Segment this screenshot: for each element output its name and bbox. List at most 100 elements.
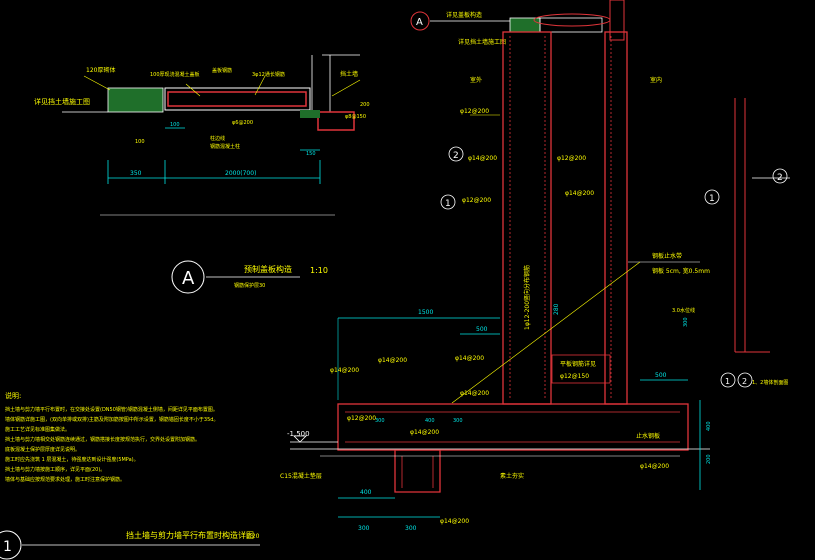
- note-line-8: 墙体与基础应按规范要求处理，施工时注意保护钢筋。: [5, 476, 125, 483]
- dim-b300: 300: [358, 525, 370, 532]
- notes-heading: 说明:: [5, 391, 21, 400]
- cap-slab: [539, 17, 603, 33]
- note-line-7: 挡土墙与剪力墙按施工顺序，详见平面(20)。: [5, 466, 105, 473]
- label-top: 盖板钢筋: [212, 67, 232, 74]
- detail-box-line1: 平板钢筋详见: [560, 360, 596, 368]
- bar-e: φ14@200: [410, 429, 439, 436]
- note-line-6: 施工时应先浇筑 1 层混凝土，待强度达到设计强度(5MPa)。: [5, 456, 139, 463]
- waterstop-spec: 钢板 5cm, 宽0.5mm: [652, 267, 710, 275]
- note-line-1: 挡土墙与剪力墙平行布置时，在交接处设置(DN50钢管)钢筋混凝土侧墙，间距详见平…: [5, 406, 218, 413]
- small-label2: 3.0水位线: [672, 307, 695, 314]
- detail-box-line2: φ12@150: [560, 373, 589, 380]
- dim-150: 150: [306, 151, 316, 157]
- bar-f: φ14@200: [460, 390, 489, 397]
- dim-b400: 400: [360, 489, 372, 496]
- label-right: 挡土墙: [340, 70, 358, 78]
- notes-group: 说明: 挡土墙与剪力墙平行布置时，在交接处设置(DN50钢管)钢筋混凝土侧墙，间…: [5, 391, 218, 483]
- dim-b300b: 300: [405, 525, 417, 532]
- marker-2: 2: [777, 173, 783, 183]
- leader-slab: [185, 83, 201, 97]
- section-marker-a-circle: [410, 11, 430, 31]
- bottom-marker: 1: [3, 539, 12, 555]
- marker-1-circle: [704, 189, 720, 205]
- bar-a: φ14@200: [330, 367, 359, 374]
- label-sub2: 钢筋混凝土柱: [210, 143, 240, 150]
- bar-c: φ14@200: [455, 355, 484, 362]
- diag-leader: [451, 261, 641, 404]
- dim-400: 400: [425, 418, 435, 424]
- bed-label2: 素土夯实: [500, 472, 524, 480]
- elevation: -1.500: [287, 430, 310, 438]
- label-slab-tag: 100厚现浇混凝土盖板: [150, 71, 200, 78]
- label-beam: φ6@200: [232, 120, 253, 126]
- legend-num-1: 1: [725, 377, 730, 386]
- waterstop-title: 钢板止水带: [652, 252, 682, 260]
- section-group: A 详见盖板构造 详见挡土墙施工图 1 2: [280, 0, 790, 532]
- base-slab: [337, 403, 689, 451]
- bar-d: φ12@200: [347, 415, 376, 422]
- label-phi: φ8@150: [345, 114, 366, 120]
- section-top-label2: 详见挡土墙施工图: [458, 38, 506, 46]
- detail-a-scale: 1:10: [310, 266, 328, 275]
- label-200: 200: [360, 102, 370, 108]
- dim-350: 350: [130, 170, 142, 177]
- cap-hatch: [509, 17, 541, 33]
- bar-b: φ14@200: [378, 357, 407, 364]
- detail-a-title: 预制盖板构造: [244, 264, 292, 274]
- rebar-label-5: φ14@200: [565, 190, 594, 197]
- note-line-5: 底板混凝土保护层厚度详见说明。: [5, 446, 80, 453]
- rebar-label-2: φ14@200: [468, 155, 497, 162]
- column-top: [609, 0, 625, 41]
- label-left-note: 详见挡土墙施工图: [34, 97, 90, 106]
- wall-left-label: 室外: [470, 76, 482, 84]
- bed-label: C15混凝土垫层: [280, 472, 322, 480]
- wall-right: [604, 31, 628, 405]
- note-line-3: 施工工艺详见标准图集做法。: [5, 426, 70, 433]
- bottom-title-group: 1 挡土墙与剪力墙平行布置时构造详图 1:20: [0, 530, 260, 560]
- elev-icon: [293, 435, 307, 443]
- wall-right-label: 室内: [650, 76, 662, 84]
- cap-rebar: [533, 13, 611, 27]
- rebar-label-3: φ12@200: [462, 197, 491, 204]
- bottom-bar: φ14@200: [640, 463, 669, 470]
- small-label: 300: [683, 317, 689, 327]
- label-gap: 100: [135, 139, 145, 145]
- note-line-2: 墙体钢筋详施工图，(双向单排或双排)主筋及附加筋按图中所示设置，钢筋锚固长度不小…: [5, 416, 218, 423]
- dim-500: 500: [476, 326, 488, 333]
- leader-top: [254, 75, 266, 96]
- label-120: 120厚砌体: [86, 66, 115, 74]
- section-top-label: 详见盖板构造: [446, 11, 482, 19]
- bottom-marker-circle: [0, 530, 22, 560]
- label-sub1: 柱边线: [210, 135, 225, 142]
- dim-300: 300: [375, 418, 385, 424]
- legend-num-2: 2: [742, 377, 747, 386]
- dim-100: 100: [170, 122, 180, 128]
- section-marker-a: A: [416, 17, 423, 28]
- note-line-4: 挡土墙与剪力墙相交处钢筋连续通过，钢筋搭接长度按规范执行，交界处设置附加钢筋。: [5, 436, 200, 443]
- detail-box: [551, 354, 611, 384]
- marker-1: 1: [709, 194, 715, 204]
- marker-2b: 2: [453, 151, 459, 161]
- dim-2000: 2000(700): [225, 170, 256, 177]
- base-key: [394, 449, 441, 493]
- dim-1500: 1500: [418, 309, 433, 316]
- beam-rebar: [317, 111, 355, 131]
- marker-2b-circle: [448, 146, 464, 162]
- dim-280: 280: [553, 303, 560, 315]
- stop-label: 止水钢板: [636, 432, 660, 440]
- label-beam2: 3φ12通长钢筋: [252, 71, 285, 78]
- legend-circle-1: [720, 372, 736, 388]
- right-dim-400: 400: [706, 421, 712, 431]
- bottom-title: 挡土墙与剪力墙平行布置时构造详图: [126, 530, 254, 540]
- masonry-block: [107, 87, 164, 113]
- slab-rebar: [167, 91, 307, 107]
- detail-a-marker: A: [182, 268, 195, 289]
- detail-a-group: 120厚砌体 详见挡土墙施工图 100厚现浇混凝土盖板 盖板钢筋 3φ12通长钢…: [34, 54, 370, 294]
- marker-1b-circle: [440, 194, 456, 210]
- sealant: [300, 110, 320, 118]
- marker-1b: 1: [445, 199, 451, 209]
- bottom-scale: 1:20: [246, 533, 260, 540]
- detail-a-subtitle: 钢筋保护层30: [234, 282, 265, 289]
